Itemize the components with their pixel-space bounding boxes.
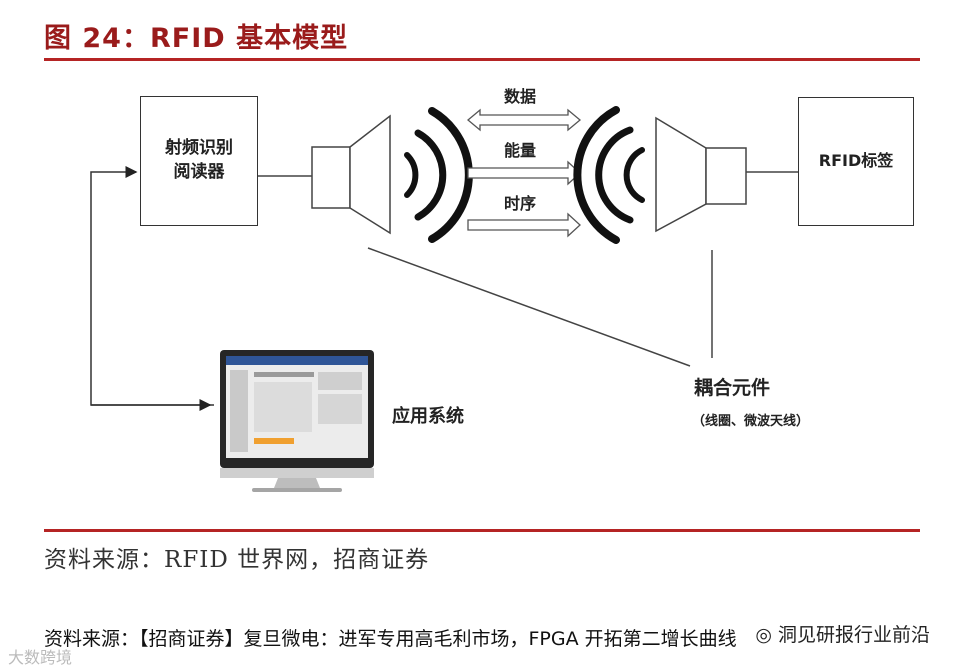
app-system-label: 应用系统 <box>392 406 464 427</box>
timing-arrow-icon <box>467 212 581 238</box>
left-wave-icon <box>404 107 473 243</box>
reader-label-line1: 射频识别 <box>165 138 233 159</box>
coupling-sublabel: （线圈、微波天线） <box>692 414 810 429</box>
app-reader-link <box>90 166 214 406</box>
reader-label-line2: 阅读器 <box>173 162 225 182</box>
data-arrow-icon <box>466 108 582 132</box>
right-antenna-icon <box>655 116 747 233</box>
watermark: 大数跨境 <box>8 648 73 667</box>
source-rule <box>44 529 920 532</box>
source-note: 资料来源：RFID 世界网，招商证券 <box>44 547 430 573</box>
tag-label: RFID标签 <box>818 151 894 171</box>
energy-arrow-icon <box>467 160 581 186</box>
tag-box: RFID标签 <box>798 97 914 226</box>
energy-arrow-label: 能量 <box>504 141 537 160</box>
wechat-account-name: 洞见研报行业前沿 <box>777 624 930 646</box>
wechat-account-label: ◎ 洞见研报行业前沿 <box>755 620 930 647</box>
right-wave-icon <box>573 106 645 244</box>
reader-box: 射频识别 阅读器 <box>140 96 258 226</box>
title-rule <box>44 58 920 61</box>
coupling-pointer-left <box>367 247 691 367</box>
left-antenna-icon <box>311 114 391 235</box>
monitor-icon <box>220 350 374 492</box>
timing-arrow-label: 时序 <box>504 194 537 213</box>
data-arrow-label: 数据 <box>504 87 537 106</box>
coupling-label: 耦合元件 <box>694 377 771 399</box>
figure-title: 图 24：RFID 基本模型 <box>44 23 349 54</box>
footer-caption: 资料来源：【招商证券】复旦微电：进军专用高毛利市场，FPGA 开拓第二增长曲线 <box>44 628 737 650</box>
wechat-icon: ◎ <box>755 624 772 646</box>
